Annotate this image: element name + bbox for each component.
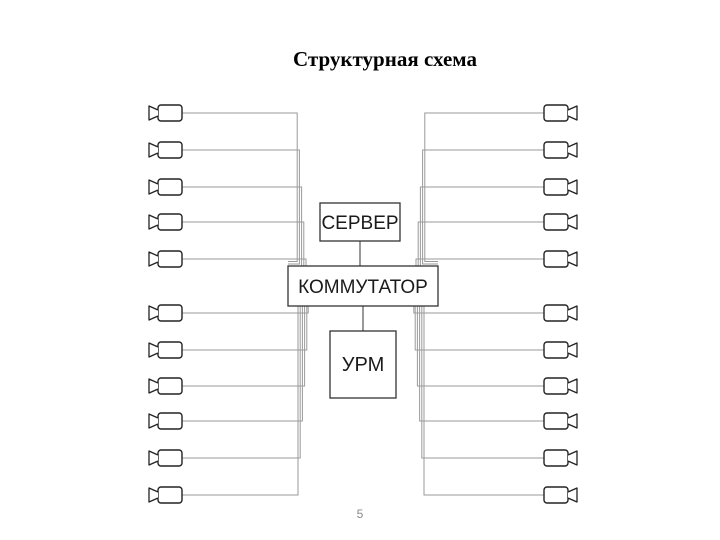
server-box: СЕРВЕР <box>319 202 401 242</box>
workstation-box: УРМ <box>329 330 397 399</box>
video-camera-icon <box>148 178 183 196</box>
video-camera-icon <box>148 449 183 467</box>
video-camera-icon <box>543 486 578 504</box>
video-camera-icon <box>148 304 183 322</box>
camera-wire <box>182 186 303 267</box>
video-camera-icon <box>543 449 578 467</box>
video-camera-icon <box>148 141 183 159</box>
camera-wire <box>182 149 300 265</box>
right-camera-group <box>543 104 578 504</box>
camera-wire <box>423 286 544 496</box>
video-camera-icon <box>543 377 578 395</box>
camera-wire <box>182 221 305 270</box>
video-camera-icon <box>148 213 183 231</box>
camera-wire <box>422 149 544 265</box>
switch-label: КОММУТАТОР <box>298 277 428 298</box>
video-camera-icon <box>543 341 578 359</box>
video-camera-icon <box>543 178 578 196</box>
video-camera-icon <box>543 412 578 430</box>
video-camera-icon <box>148 250 183 268</box>
video-camera-icon <box>543 213 578 231</box>
camera-wire <box>182 286 299 496</box>
video-camera-icon <box>148 486 183 504</box>
video-camera-icon <box>543 104 578 122</box>
video-camera-icon <box>543 141 578 159</box>
video-camera-icon <box>543 250 578 268</box>
page-number: 5 <box>356 507 364 521</box>
switch-box: КОММУТАТОР <box>287 265 439 307</box>
video-camera-icon <box>148 341 183 359</box>
camera-wire <box>182 283 301 459</box>
slide-title: Структурная схема <box>293 47 477 71</box>
video-camera-icon <box>148 412 183 430</box>
camera-wire <box>419 186 544 267</box>
camera-wire <box>421 283 544 459</box>
camera-wire <box>182 281 303 422</box>
left-camera-group <box>148 104 183 504</box>
camera-wire <box>182 278 306 387</box>
workstation-label: УРМ <box>342 354 384 376</box>
video-camera-icon <box>543 304 578 322</box>
server-label: СЕРВЕР <box>321 213 398 234</box>
video-camera-icon <box>148 104 183 122</box>
video-camera-icon <box>148 377 183 395</box>
